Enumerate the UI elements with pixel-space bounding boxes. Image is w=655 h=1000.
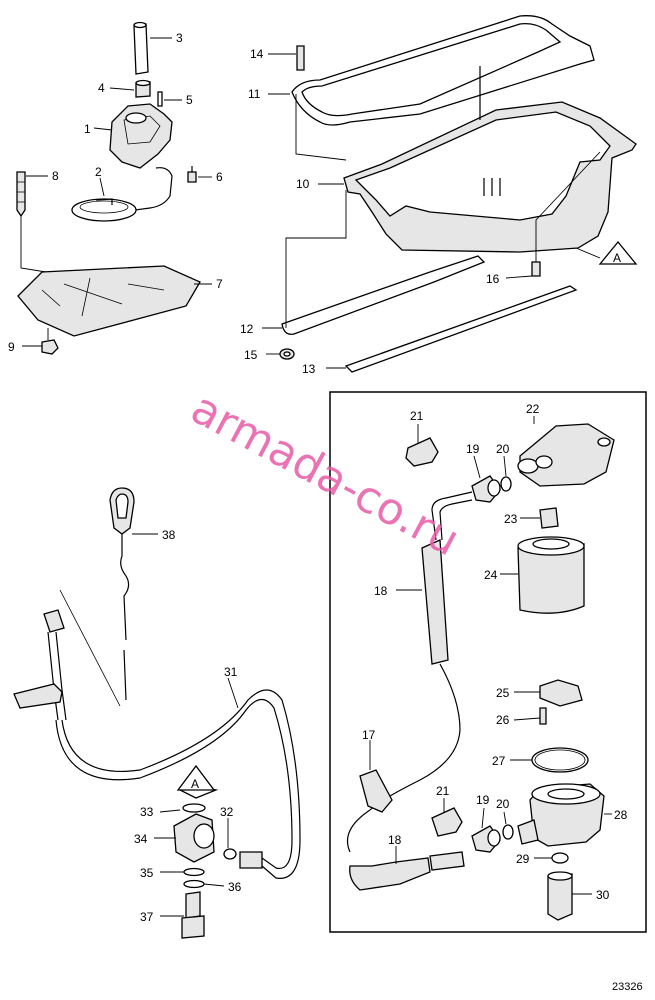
callout-13: 13 [302,362,316,376]
callout-12: 12 [240,322,254,336]
callout-5: 5 [186,93,193,107]
callout-18b: 18 [388,833,402,847]
dipstick-group: A [13,487,301,939]
callout-3: 3 [176,31,183,45]
callout-25: 25 [496,686,510,700]
callout-34: 34 [134,832,148,846]
callout-33: 33 [140,805,154,819]
figure-reference: 23326 [612,981,643,993]
oil-pan-group: A [262,15,638,373]
callout-19a: 19 [466,442,480,456]
filter-kit-box [329,391,647,933]
callout-7: 7 [216,277,223,291]
callout-21b: 21 [436,784,450,798]
callout-8: 8 [52,169,59,183]
callout-numbers: 1 2 3 4 5 6 7 8 9 10 11 12 13 14 15 16 1… [8,31,628,924]
callout-27: 27 [492,754,506,768]
callout-4: 4 [98,81,105,95]
callout-38: 38 [162,528,176,542]
callout-20a: 20 [496,442,510,456]
watermark: armada-co.ru [183,383,468,567]
callout-10: 10 [296,177,310,191]
oil-pump-group [71,21,212,222]
callout-11: 11 [248,87,261,101]
callout-19b: 19 [476,793,490,807]
callout-35: 35 [140,866,154,880]
callout-6: 6 [216,170,223,184]
callout-18a: 18 [374,584,388,598]
callout-21a: 21 [410,409,424,423]
callout-2: 2 [95,165,102,179]
callout-16: 16 [486,272,500,286]
callout-31: 31 [224,665,238,679]
callout-32: 32 [220,805,234,819]
oil-filter-group [346,416,615,921]
callout-22: 22 [526,402,540,416]
detail-marker-a-bottom: A [191,777,199,791]
callout-9: 9 [8,340,15,354]
callout-15: 15 [244,348,258,362]
detail-marker-a-top: A [613,251,621,265]
callout-20b: 20 [496,797,510,811]
callout-23: 23 [504,512,518,526]
windage-tray-group [16,171,212,355]
callout-24: 24 [484,568,498,582]
callout-29: 29 [516,852,530,866]
callout-28: 28 [614,808,628,822]
callout-30: 30 [596,888,610,902]
callout-14: 14 [250,47,264,61]
callout-36: 36 [228,880,242,894]
callout-37: 37 [140,910,154,924]
callout-1: 1 [84,122,91,136]
callout-26: 26 [496,713,510,727]
callout-17: 17 [362,728,376,742]
